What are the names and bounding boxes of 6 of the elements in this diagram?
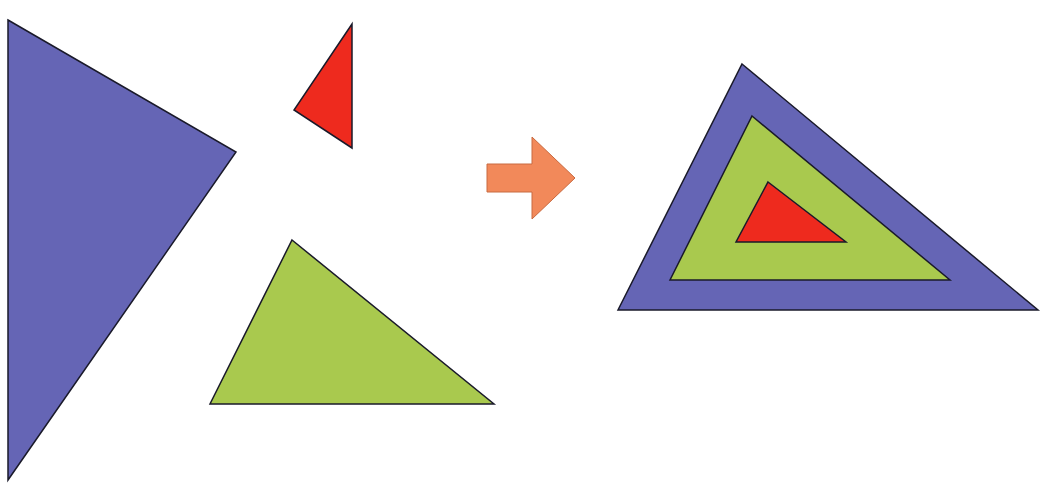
triangle-shape [8, 20, 236, 480]
triangle-shape [670, 116, 950, 280]
triangle-shape [294, 24, 352, 148]
triangle-shape [618, 64, 1038, 310]
triangle-shape [210, 240, 494, 404]
triangle-shape [736, 182, 846, 242]
